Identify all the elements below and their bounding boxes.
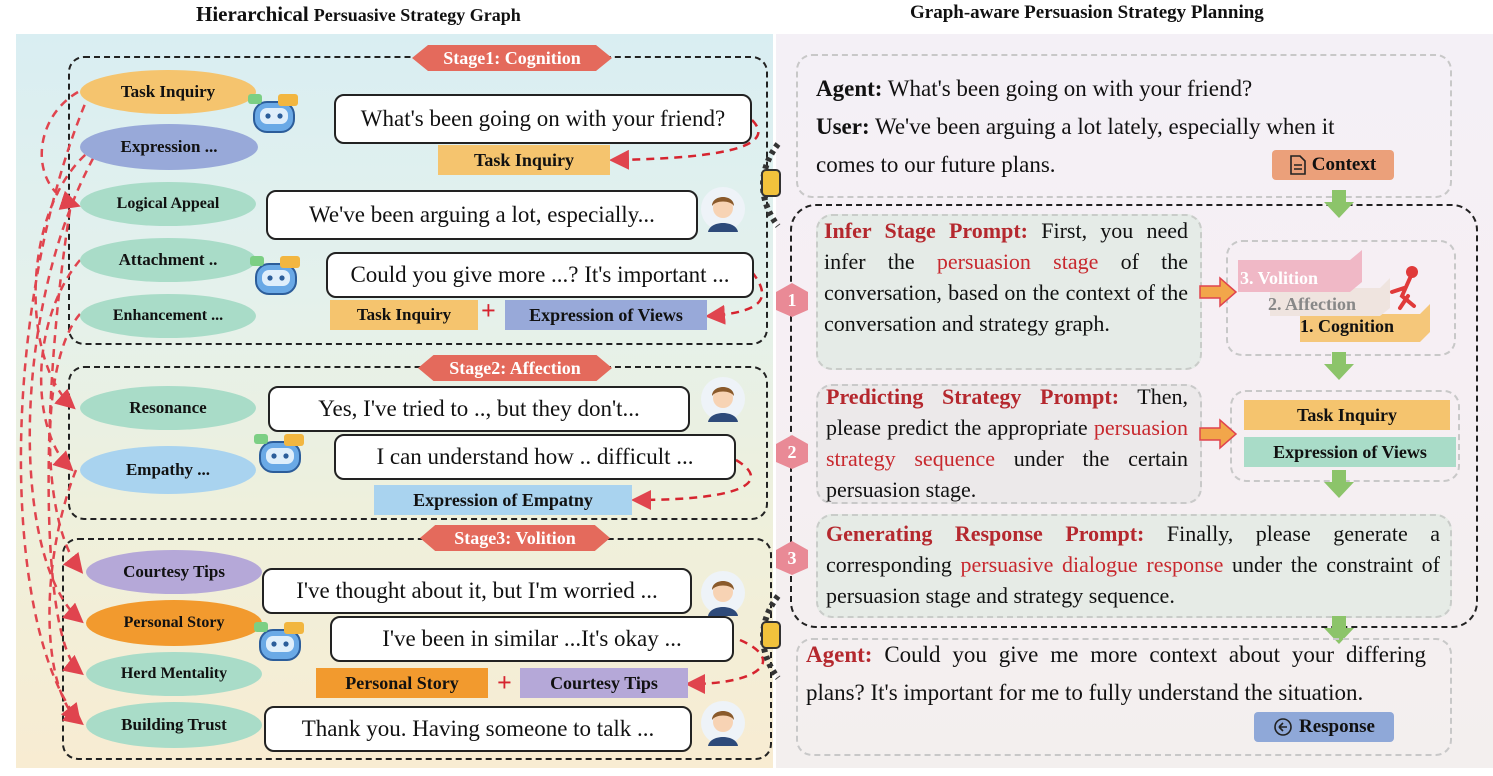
response-box bbox=[796, 638, 1452, 756]
generate-response-text-b: under the constraint of persuasion stage… bbox=[826, 552, 1440, 608]
dialogue-bubble-user: I've thought about it, but I'm worried .… bbox=[262, 568, 692, 614]
flow-arrows bbox=[1199, 190, 1354, 644]
context-badge-label: Context bbox=[1311, 154, 1377, 175]
level-affection: 2. Affection bbox=[1268, 294, 1356, 314]
user-label: User: bbox=[816, 114, 870, 139]
zipper-icon bbox=[760, 594, 781, 680]
node-logical-appeal: Logical Appeal bbox=[80, 182, 256, 226]
infer-stage-text-a: First, you need infer the bbox=[824, 218, 1188, 274]
response-text: Agent: Could you give me more context ab… bbox=[806, 636, 1426, 712]
dialogue-bubble-user: Thank you. Having someone to talk ... bbox=[264, 706, 692, 752]
response-badge-label: Response bbox=[1298, 716, 1375, 737]
predict-strategy-text-b: under the certain persuasion stage. bbox=[826, 446, 1189, 502]
node-herd-mentality: Herd Mentality bbox=[86, 652, 262, 696]
document-icon bbox=[1289, 155, 1306, 175]
generate-response-prompt: Generating Response Prompt: Finally, ple… bbox=[826, 518, 1440, 611]
context-badge: Context bbox=[1272, 150, 1394, 180]
strategy-tag: Expression of Views bbox=[505, 300, 707, 330]
stage2-label: Stage2: Affection bbox=[418, 355, 612, 381]
node-resonance: Resonance bbox=[80, 386, 256, 430]
strategy-tag: Task Inquiry bbox=[438, 145, 610, 175]
agent-label: Agent: bbox=[816, 76, 883, 101]
strategy-tag: Expression of Empatny bbox=[374, 485, 632, 515]
infer-stage-text-b: of the conversation, based on the contex… bbox=[824, 249, 1188, 336]
node-task-inquiry: Task Inquiry bbox=[80, 70, 256, 114]
level-volition: 3. Volition bbox=[1240, 268, 1319, 288]
step-number-1: 1 bbox=[787, 290, 797, 310]
predict-strategy-prompt: Predicting Strategy Prompt: Then, please… bbox=[826, 381, 1188, 505]
plus-icon: + bbox=[497, 668, 512, 697]
user-avatar-icon bbox=[701, 187, 745, 232]
response-utterance: Could you give me more context about you… bbox=[806, 642, 1426, 705]
predict-strategy-title: Predicting Strategy Prompt: bbox=[826, 384, 1120, 409]
user-avatar-icon bbox=[701, 701, 745, 746]
left-title-rest: Persuasive Strategy Graph bbox=[313, 5, 521, 25]
agent-utterance: What's been going on with your friend? bbox=[887, 76, 1253, 101]
infer-stage-title: Infer Stage Prompt: bbox=[824, 218, 1029, 243]
generate-response-title: Generating Response Prompt: bbox=[826, 521, 1145, 546]
reply-icon bbox=[1274, 718, 1292, 736]
context-agent-line: Agent: What's been going on with your fr… bbox=[816, 70, 1252, 108]
step-number-3: 3 bbox=[787, 548, 797, 568]
planning-box bbox=[790, 204, 1478, 628]
predict-strategy-text-a: Then, please predict the appropriate bbox=[826, 384, 1188, 440]
plus-icon: + bbox=[481, 296, 496, 325]
stage2-box bbox=[68, 366, 768, 520]
strategy-tag: Courtesy Tips bbox=[520, 668, 688, 698]
node-expression: Expression ... bbox=[80, 124, 258, 170]
infer-stage-prompt: Infer Stage Prompt: First, you need infe… bbox=[824, 215, 1188, 339]
step-badge-icon bbox=[776, 541, 808, 575]
left-title: Hierarchical Persuasive Strategy Graph bbox=[196, 2, 521, 27]
stage1-label: Stage1: Cognition bbox=[412, 45, 612, 71]
robot-avatar-icon bbox=[254, 434, 304, 473]
predict-strategy-box bbox=[816, 384, 1202, 504]
strategy-tag: Personal Story bbox=[316, 668, 488, 698]
robot-avatar-icon bbox=[248, 94, 298, 133]
level-cognition: 1. Cognition bbox=[1300, 316, 1395, 336]
response-badge: Response bbox=[1254, 712, 1394, 742]
node-empathy: Empathy ... bbox=[80, 446, 256, 494]
left-title-bold: Hierarchical bbox=[196, 2, 309, 26]
dialogue-bubble-user: We've been arguing a lot, especially... bbox=[266, 190, 698, 240]
generate-response-text-a: Finally, please generate a corresponding bbox=[826, 521, 1440, 577]
step-badge-icon bbox=[776, 435, 808, 469]
stage-stairs-graphic bbox=[1238, 250, 1430, 342]
response-agent-label: Agent: bbox=[806, 642, 873, 667]
context-user-line: User: We've been arguing a lot lately, e… bbox=[816, 108, 1335, 146]
dialogue-bubble-agent: I've been in similar ...It's okay ... bbox=[330, 616, 734, 662]
step-number-2: 2 bbox=[787, 442, 797, 462]
user-utterance-2: comes to our future plans. bbox=[816, 152, 1056, 177]
dialogue-bubble-agent: Could you give more ...? It's important … bbox=[326, 252, 754, 298]
robot-avatar-icon bbox=[250, 256, 300, 295]
predicted-strategy-1: Task Inquiry bbox=[1244, 400, 1450, 430]
context-box bbox=[796, 54, 1452, 198]
node-courtesy-tips: Courtesy Tips bbox=[86, 550, 262, 594]
infer-stage-highlight: persuasion stage bbox=[936, 249, 1099, 274]
node-personal-story: Personal Story bbox=[86, 600, 262, 646]
node-enhancement: Enhancement ... bbox=[80, 294, 256, 338]
node-attachment: Attachment .. bbox=[80, 238, 256, 282]
predicted-strategy-2: Expression of Views bbox=[1244, 437, 1456, 467]
predict-strategy-highlight: persuasion strategy sequence bbox=[826, 415, 1188, 471]
stage3-label: Stage3: Volition bbox=[420, 525, 610, 551]
dialogue-bubble-agent: I can understand how .. difficult ... bbox=[334, 434, 736, 480]
strategy-tag: Task Inquiry bbox=[330, 300, 478, 330]
zipper-icon bbox=[760, 142, 781, 228]
dialogue-bubble-user: Yes, I've tried to .., but they don't... bbox=[268, 386, 690, 432]
step-badge-icon bbox=[776, 283, 808, 317]
node-building-trust: Building Trust bbox=[86, 702, 262, 748]
user-avatar-icon bbox=[701, 377, 745, 422]
right-title: Graph-aware Persuasion Strategy Planning bbox=[910, 2, 1264, 23]
graph-connectors bbox=[19, 90, 765, 726]
infer-stage-box bbox=[816, 214, 1202, 370]
user-utterance-1: We've been arguing a lot lately, especia… bbox=[874, 114, 1335, 139]
dialogue-bubble-agent: What's been going on with your friend? bbox=[334, 94, 752, 144]
user-avatar-icon bbox=[701, 571, 745, 616]
robot-avatar-icon bbox=[254, 622, 304, 661]
generate-response-box bbox=[816, 514, 1452, 618]
generate-response-highlight: persuasive dialogue response bbox=[960, 552, 1224, 577]
